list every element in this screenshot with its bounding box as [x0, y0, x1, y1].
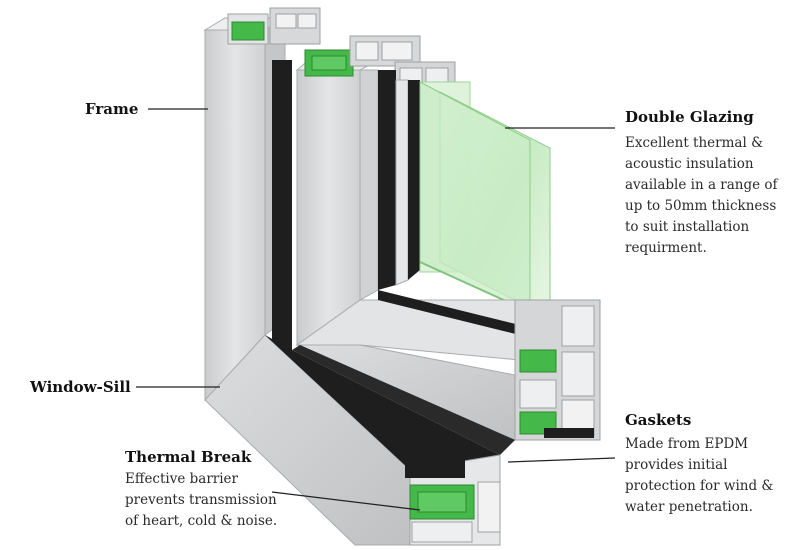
gaskets-line: water penetration.	[625, 499, 753, 515]
gaskets-leader	[507, 457, 616, 463]
thermal-break-title: Thermal Break	[125, 448, 252, 466]
thermal-break-line: prevents transmission	[125, 492, 277, 508]
gaskets-line: provides initial	[625, 457, 728, 473]
double-glazing-description: Excellent thermal & acoustic insulation …	[625, 133, 778, 259]
gaskets-description: Made from EPDM provides initial protecti…	[625, 434, 773, 518]
thermal-break-line: of heart, cold & noise.	[125, 513, 278, 529]
window-sill-profile	[204, 334, 515, 546]
thermal-break-line: Effective barrier	[125, 471, 239, 487]
double-glazing-line: acoustic insulation	[625, 156, 754, 172]
double-glazing-line: to suit installation	[625, 219, 750, 235]
thermal-break-description: Effective barrier prevents transmission …	[125, 469, 277, 532]
frame-gasket	[272, 60, 292, 365]
gaskets-title: Gaskets	[625, 411, 692, 429]
double-glazing-line: up to 50mm thickness	[625, 198, 777, 214]
sash-profile	[295, 35, 456, 346]
frame-label: Frame	[85, 100, 139, 118]
double-glazing-unit	[419, 81, 551, 319]
double-glazing-line: requirment.	[625, 240, 707, 256]
double-glazing-title: Double Glazing	[625, 108, 754, 126]
window-sill-label: Window-Sill	[30, 378, 131, 396]
leader-lines	[136, 108, 616, 511]
double-glazing-line: available in a range of	[625, 177, 778, 193]
thermal-break-leader	[271, 491, 421, 511]
gaskets-line: protection for wind &	[625, 478, 774, 494]
gaskets-line: Made from EPDM	[625, 436, 749, 452]
double-glazing-line: Excellent thermal &	[625, 135, 764, 151]
